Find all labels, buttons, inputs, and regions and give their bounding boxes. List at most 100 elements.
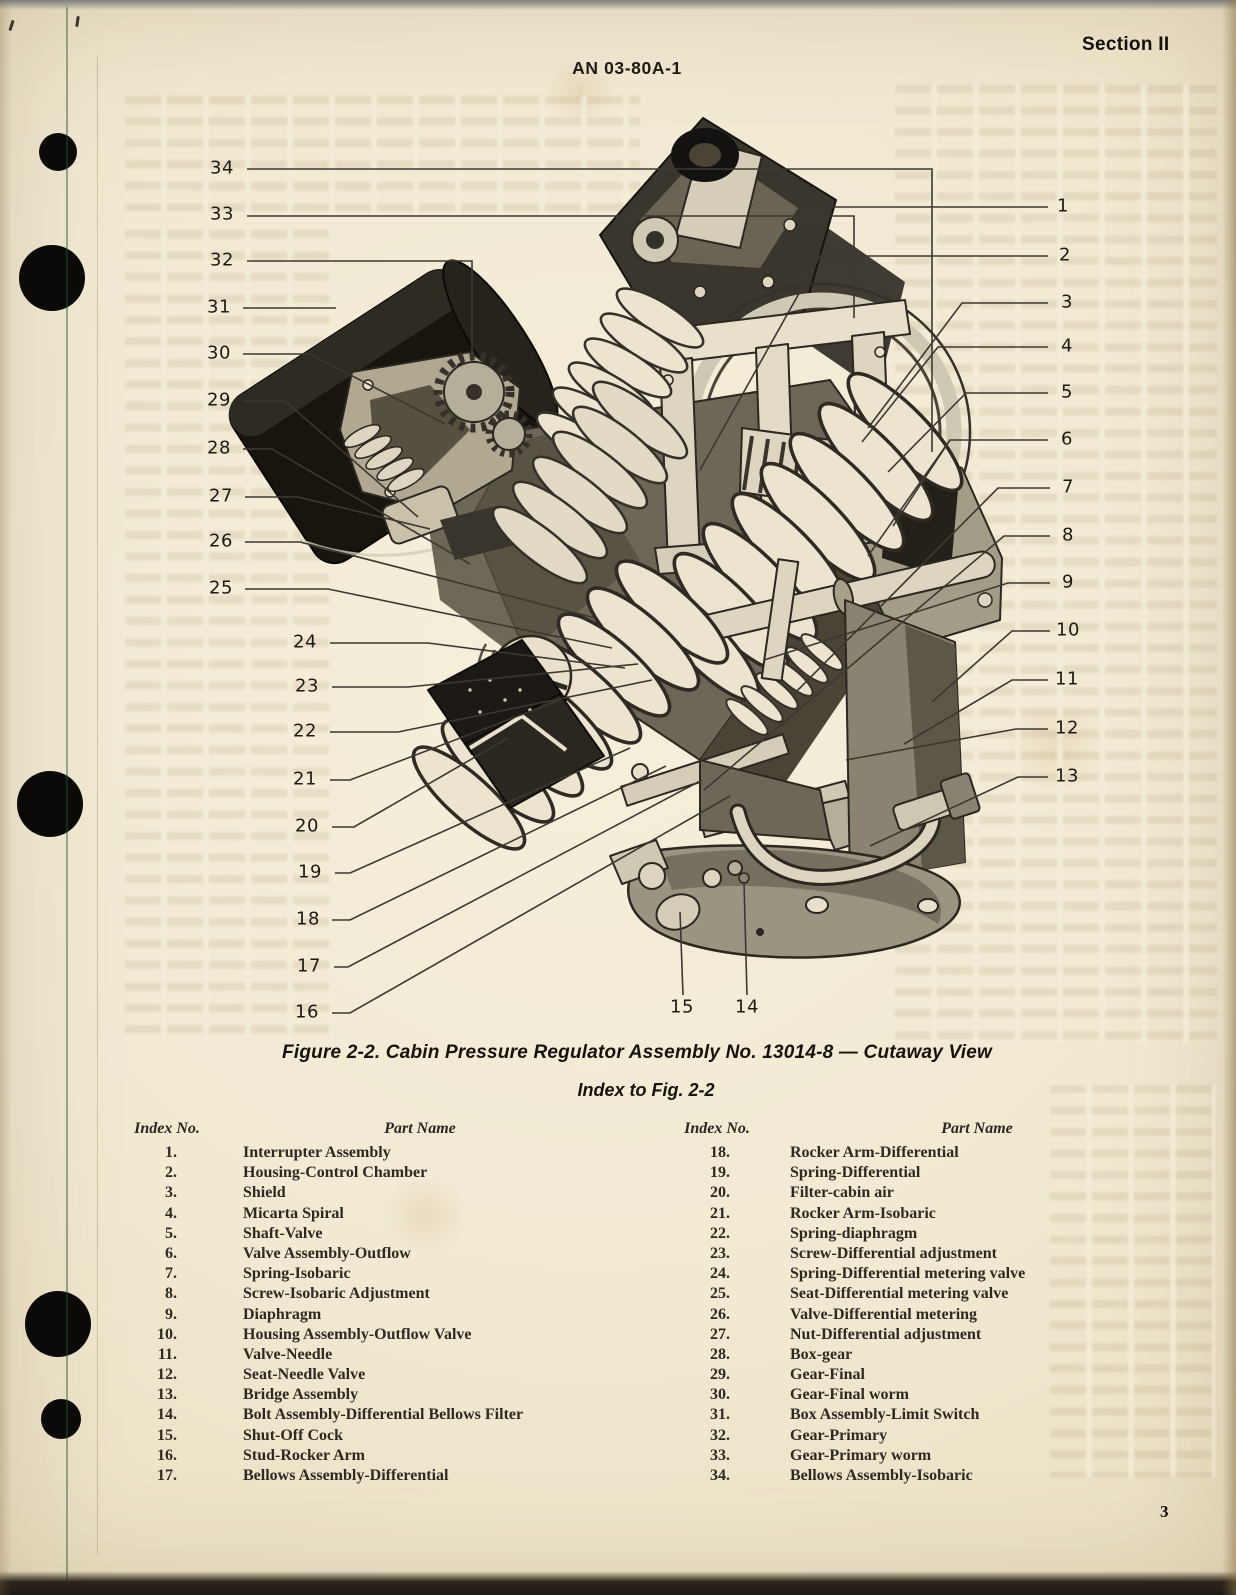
callout-number-11: 11 [1055, 668, 1079, 690]
index-number: 26. [710, 1305, 730, 1323]
part-name: Bellows Assembly-Differential [243, 1467, 449, 1484]
part-name: Valve Assembly-Outflow [243, 1244, 411, 1262]
callout-number-3: 3 [1061, 291, 1073, 313]
column-header-part-name: Part Name [384, 1120, 456, 1137]
index-row: 22.Spring-diaphragm [677, 1225, 1147, 1245]
foxing-spot [380, 1180, 470, 1250]
index-number: 34. [710, 1467, 730, 1484]
index-row: 11. Valve-Needle [125, 1346, 585, 1366]
section-label: Section II [1082, 34, 1170, 55]
part-name: Rocker Arm-Differential [790, 1144, 959, 1161]
part-name: Valve-Needle [243, 1345, 333, 1363]
index-row: 27. Nut-Differential adjustment [677, 1326, 1147, 1346]
scan-edge-right [1222, 0, 1236, 1595]
figure-index-title: Index to Fig. 2-2 [577, 1080, 715, 1100]
index-number: 7. [165, 1265, 177, 1283]
index-row: 7. Spring-Isobaric [125, 1265, 585, 1285]
callout-number-21: 21 [293, 768, 317, 790]
index-number: 9. [165, 1305, 177, 1323]
part-name: Gear-Final worm [790, 1386, 909, 1404]
index-row: 2.Housing-Control Chamber [125, 1164, 585, 1184]
part-name: Stud-Rocker Arm [243, 1446, 365, 1464]
index-row: 8.Screw-Isobaric Adjustment [125, 1285, 585, 1305]
index-row: 30.Gear-Final worm [677, 1386, 1147, 1406]
callout-number-29: 29 [207, 389, 231, 411]
callout-number-26: 26 [209, 530, 233, 552]
index-row: 9. Diaphragm [125, 1306, 585, 1326]
index-row: 19.Spring-Differential [677, 1164, 1147, 1184]
callout-number-17: 17 [297, 955, 321, 977]
index-number: 27. [710, 1325, 730, 1343]
punch-hole [41, 1399, 81, 1439]
part-name: Rocker Arm-Isobaric [790, 1204, 936, 1222]
part-name: Housing Assembly-Outflow Valve [243, 1325, 472, 1343]
callout-number-19: 19 [298, 861, 322, 883]
part-name: Spring-diaphragm [790, 1224, 918, 1242]
index-number: 13. [157, 1386, 177, 1404]
index-number: 6. [165, 1244, 177, 1262]
part-name: Filter-cabin air [790, 1184, 894, 1202]
index-row: 1.Interrupter Assembly [125, 1144, 585, 1164]
index-number: 5. [165, 1224, 177, 1242]
callout-number-7: 7 [1062, 476, 1074, 498]
part-name: Bridge Assembly [243, 1386, 359, 1404]
part-name: Nut-Differential adjustment [790, 1325, 982, 1343]
callout-number-24: 24 [293, 631, 317, 653]
index-row: 31.Box Assembly-Limit Switch [677, 1406, 1147, 1426]
index-number: 23. [710, 1244, 730, 1262]
callout-number-6: 6 [1061, 428, 1073, 450]
index-row: 14.Bolt Assembly-Differential Bellows Fi… [125, 1406, 585, 1426]
index-row: 25.Seat-Differential metering valve [677, 1285, 1147, 1305]
index-number: 15. [157, 1426, 177, 1444]
index-row: 21. Rocker Arm-Isobaric [677, 1205, 1147, 1225]
part-name: Seat-Needle Valve [243, 1366, 366, 1384]
part-name: Screw-Differential adjustment [790, 1244, 997, 1262]
callout-number-1: 1 [1057, 195, 1069, 217]
index-row: 15.Shut-Off Cock [125, 1427, 585, 1447]
index-row: 13. Bridge Assembly [125, 1386, 585, 1406]
punch-hole [25, 1291, 91, 1357]
index-row: 18.Rocker Arm-Differential [677, 1144, 1147, 1164]
part-name: Seat-Differential metering valve [790, 1285, 1009, 1303]
index-row: 34.Bellows Assembly-Isobaric [677, 1467, 1147, 1487]
part-name: Diaphragm [243, 1305, 322, 1323]
index-number: 3. [165, 1184, 177, 1202]
scan-edge-top [0, 0, 1236, 10]
leader-lines [243, 168, 1050, 1014]
callout-number-16: 16 [295, 1001, 319, 1023]
part-name: Spring-Isobaric [243, 1265, 351, 1283]
figure-caption: Figure 2-2. Cabin Pressure Regulator Ass… [282, 1042, 992, 1063]
index-row: 32.Gear-Primary [677, 1427, 1147, 1447]
index-row: 23. Screw-Differential adjustment [677, 1245, 1147, 1265]
part-name: Micarta Spiral [243, 1204, 344, 1222]
callout-number-14: 14 [735, 996, 759, 1018]
callout-number-32: 32 [210, 249, 234, 271]
index-number: 20. [710, 1184, 730, 1202]
index-row: 3.Shield [125, 1184, 585, 1204]
index-number: 21. [710, 1204, 730, 1222]
part-name: Gear-Primary worm [790, 1446, 932, 1464]
index-row: 17.Bellows Assembly-Differential [125, 1467, 585, 1487]
callout-number-15: 15 [670, 996, 694, 1018]
column-header-part-name: Part Name [941, 1120, 1013, 1137]
callout-number-33: 33 [210, 203, 234, 225]
callout-number-22: 22 [293, 720, 317, 742]
callout-number-9: 9 [1062, 571, 1074, 593]
index-number: 19. [710, 1164, 730, 1182]
column-header-index-no: Index No. [134, 1120, 200, 1137]
part-name: Shaft-Valve [243, 1224, 323, 1242]
callout-number-13: 13 [1055, 765, 1079, 787]
index-row: 29.Gear-Final [677, 1366, 1147, 1386]
callout-number-28: 28 [207, 437, 231, 459]
part-name: Box-gear [790, 1345, 853, 1363]
part-name: Gear-Final [790, 1366, 865, 1384]
part-name: Box Assembly-Limit Switch [790, 1406, 980, 1424]
column-header-index-no: Index No. [684, 1120, 750, 1137]
index-number: 1. [165, 1144, 177, 1161]
part-name: Valve-Differential metering [790, 1305, 978, 1323]
bleedthrough-text [125, 96, 640, 214]
callout-number-5: 5 [1061, 381, 1073, 403]
index-number: 11. [157, 1345, 177, 1363]
